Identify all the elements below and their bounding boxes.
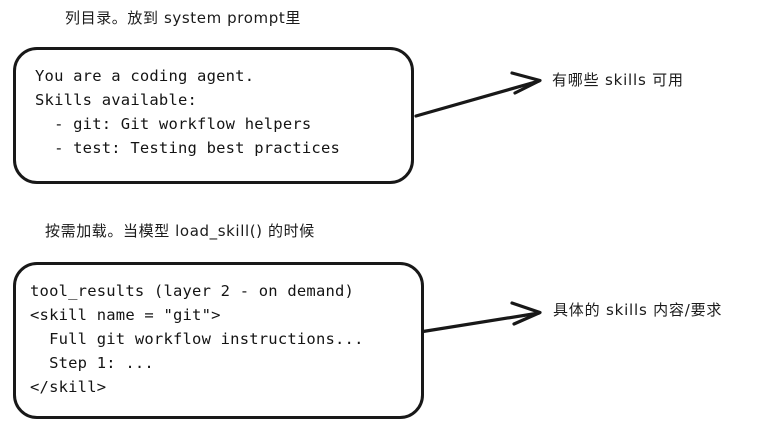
code-line: tool_results (layer 2 - on demand) — [30, 282, 355, 300]
caption-system-prompt-layer: 列目录。放到 system prompt里 — [65, 9, 301, 27]
code-line: - git: Git workflow helpers — [35, 115, 312, 133]
code-line: Step 1: ... — [30, 354, 154, 372]
code-line: </skill> — [30, 378, 107, 396]
code-line: Full git workflow instructions... — [30, 330, 364, 348]
annotation-system-prompt-layer: 有哪些 skills 可用 — [552, 71, 684, 89]
arrow-right-icon — [414, 71, 542, 118]
code-line: You are a coding agent. — [35, 67, 255, 85]
code-line: Skills available: — [35, 91, 198, 109]
caption-on-demand-layer: 按需加载。当模型 load_skill() 的时候 — [45, 222, 315, 240]
code-block-system-prompt: You are a coding agent. Skills available… — [35, 64, 340, 160]
annotation-on-demand-layer: 具体的 skills 内容/要求 — [553, 301, 723, 319]
code-line: - test: Testing best practices — [35, 139, 341, 157]
code-box-on-demand: tool_results (layer 2 - on demand) <skil… — [13, 262, 424, 419]
arrow-right-icon — [421, 301, 542, 334]
code-box-system-prompt: You are a coding agent. Skills available… — [13, 47, 414, 184]
code-line: <skill name = "git"> — [30, 306, 221, 324]
code-block-on-demand: tool_results (layer 2 - on demand) <skil… — [30, 279, 364, 399]
